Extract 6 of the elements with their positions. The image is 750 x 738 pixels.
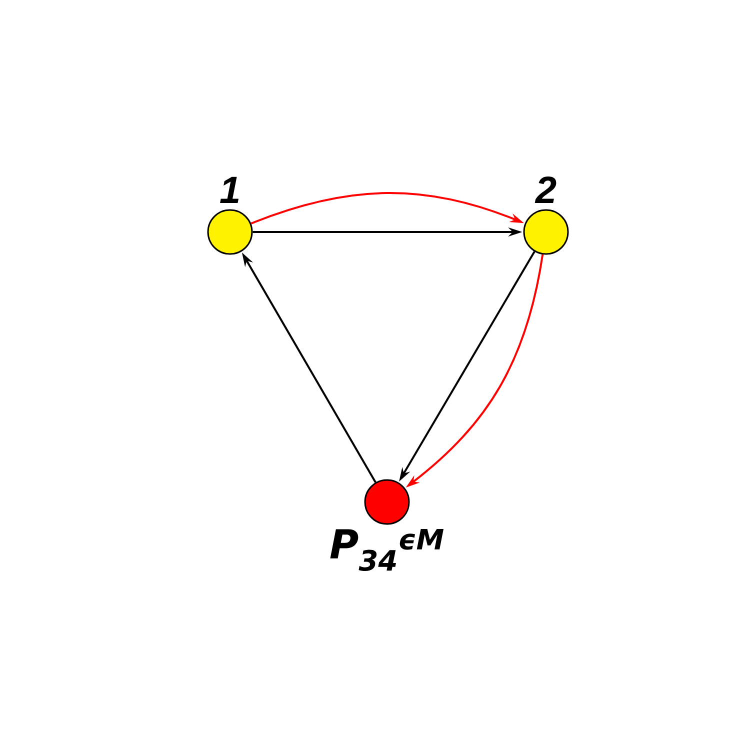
node-label: P$_{34}$ϵM [330,528,444,571]
node-label: 1 [220,176,239,204]
circle-node [523,176,569,255]
circle-node [207,176,253,255]
circle-node [330,479,444,571]
node-label: 2 [534,176,556,204]
